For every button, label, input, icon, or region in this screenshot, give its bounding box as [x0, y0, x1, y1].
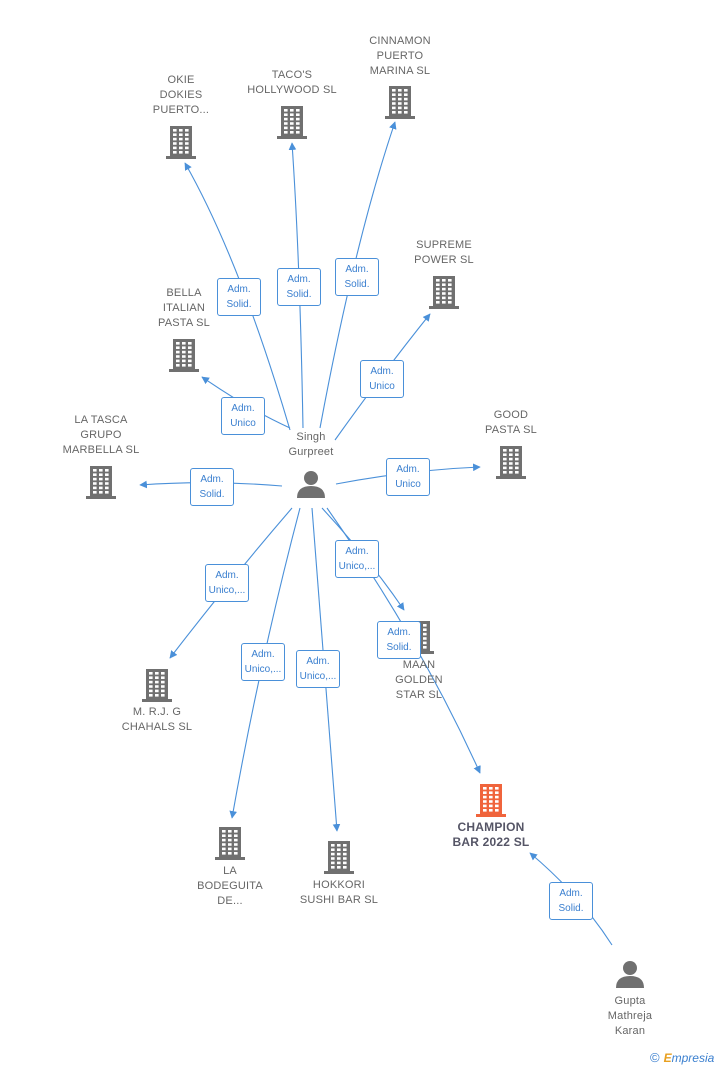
edge-label-gupta-champion[interactable]: Adm. Solid. — [549, 882, 593, 920]
edge-label-singh-supreme[interactable]: Adm. Unico — [360, 360, 404, 398]
edge-label-singh-good[interactable]: Adm. Unico — [386, 458, 430, 496]
edge-label-singh-okie[interactable]: Adm. Solid. — [217, 278, 261, 316]
edge-label-singh-latasca[interactable]: Adm. Solid. — [190, 468, 234, 506]
building-icon-supreme[interactable] — [429, 276, 459, 309]
building-icon-champion[interactable] — [476, 784, 506, 817]
company-label-latasca: LA TASCA GRUPO MARBELLA SL — [62, 414, 140, 456]
person-icon-singh-gurpreet[interactable] — [297, 471, 325, 498]
edge-label-singh-bodeguita[interactable]: Adm. Unico,... — [241, 643, 285, 681]
edge-singh-cinnamon — [319, 121, 397, 429]
building-icon-latasca[interactable] — [86, 466, 116, 499]
copyright-symbol: © — [650, 1050, 660, 1065]
brand-name: mpresia — [671, 1051, 715, 1065]
edge-label-singh-hokkori[interactable]: Adm. Unico,... — [296, 650, 340, 688]
edge-label-singh-cinnamon[interactable]: Adm. Solid. — [335, 258, 379, 296]
company-label-bodeguita: LA BODEGUITA DE... — [197, 865, 263, 907]
edge-label-singh-tacos[interactable]: Adm. Solid. — [277, 268, 321, 306]
building-icon-good[interactable] — [496, 446, 526, 479]
company-label-good: GOOD PASTA SL — [485, 409, 537, 436]
building-icon-mrj[interactable] — [142, 669, 172, 702]
company-label-champion: CHAMPION BAR 2022 SL — [452, 820, 530, 849]
person-label-singh-gurpreet: Singh Gurpreet — [288, 431, 334, 458]
building-icon-hokkori[interactable] — [324, 841, 354, 874]
person-icon-gupta-mathreja-karan[interactable] — [616, 961, 644, 988]
company-label-supreme: SUPREME POWER SL — [414, 239, 474, 266]
edge-label-singh-maan[interactable]: Adm. Unico,... — [335, 540, 379, 578]
company-label-mrj: M. R.J. G CHAHALS SL — [121, 706, 193, 733]
company-label-bella: BELLA ITALIAN PASTA SL — [158, 287, 210, 329]
building-icon-bodeguita[interactable] — [215, 827, 245, 860]
company-label-hokkori: HOKKORI SUSHI BAR SL — [299, 879, 379, 906]
edge-label-singh-champion[interactable]: Adm. Solid. — [377, 621, 421, 659]
brand-initial: E — [663, 1051, 672, 1065]
company-label-cinnamon: CINNAMON PUERTO MARINA SL — [369, 35, 431, 77]
company-label-tacos: TACO'S HOLLYWOOD SL — [247, 69, 337, 96]
person-label-gupta-mathreja-karan: Gupta Mathreja Karan — [607, 995, 653, 1037]
building-icon-okie[interactable] — [166, 126, 196, 159]
building-icon-cinnamon[interactable] — [385, 86, 415, 119]
brand-mark: ©Empresia — [650, 1050, 714, 1065]
company-label-okie: OKIE DOKIES PUERTO... — [152, 74, 210, 116]
building-icon-tacos[interactable] — [277, 106, 307, 139]
building-icon-bella[interactable] — [169, 339, 199, 372]
edge-label-singh-bella[interactable]: Adm. Unico — [221, 397, 265, 435]
company-label-maan: MAAN GOLDEN STAR SL — [395, 659, 443, 701]
edge-label-singh-mrj[interactable]: Adm. Unico,... — [205, 564, 249, 602]
